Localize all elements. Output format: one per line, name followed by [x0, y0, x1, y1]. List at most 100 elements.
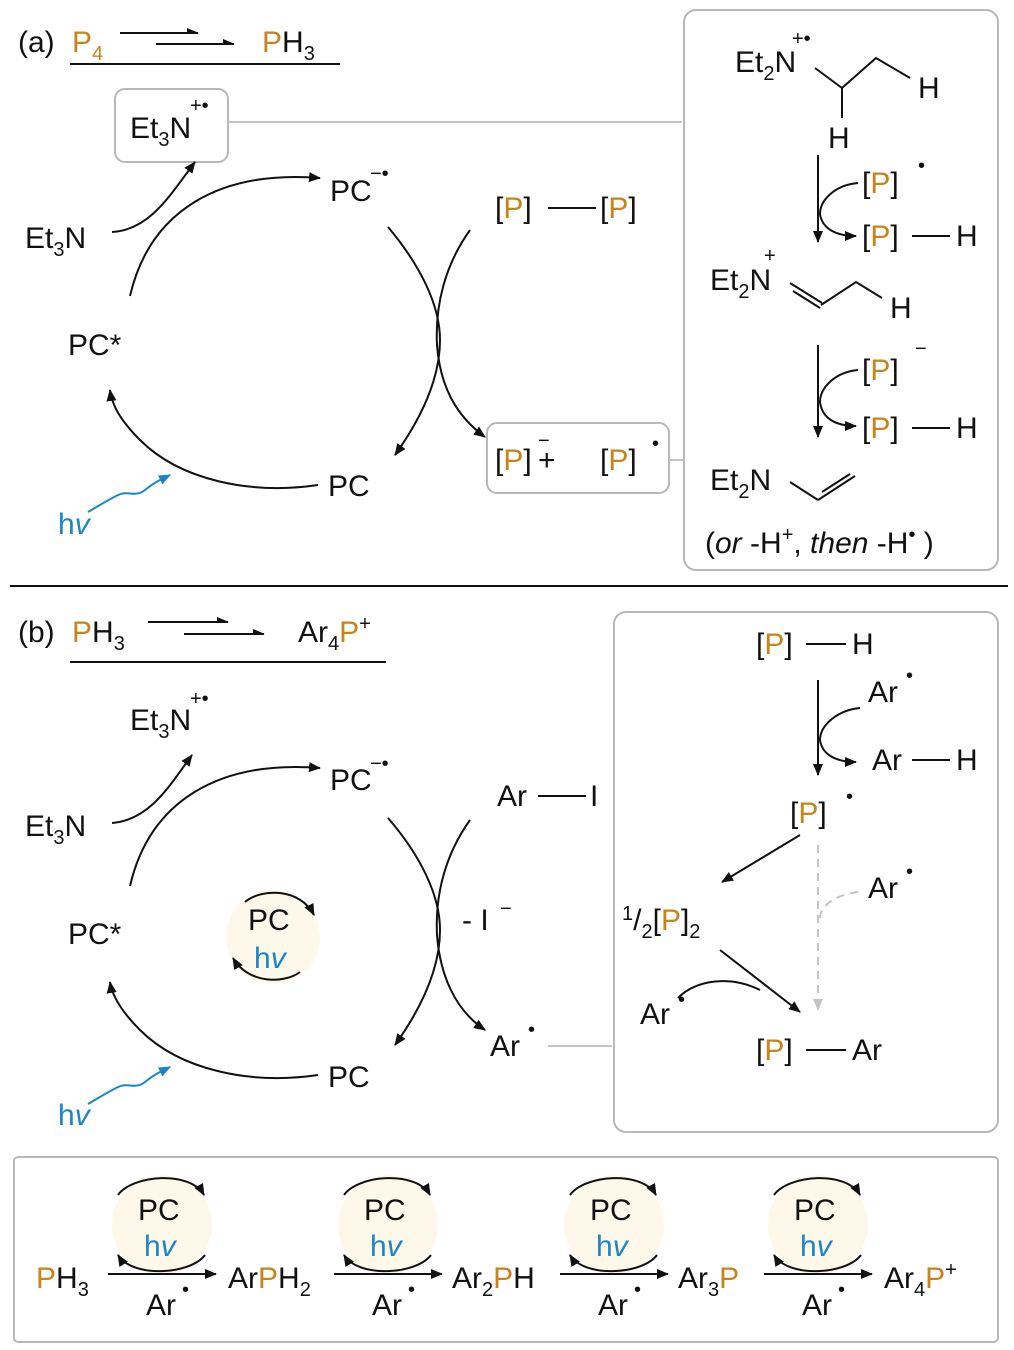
- mechanism-a: Et2N +• H H [P] • [P] H Et2N + H [P] − […: [705, 28, 978, 560]
- mech-a-enamine: Et2N: [710, 464, 771, 503]
- svg-text:•: •: [846, 786, 853, 808]
- svg-text:PC: PC: [138, 1194, 180, 1227]
- mechanism-box-b: [613, 611, 999, 1133]
- svg-text:PC: PC: [364, 1194, 406, 1227]
- svg-text:hv: hv: [254, 942, 288, 975]
- svg-text:+: +: [764, 245, 776, 267]
- svg-text:Ar4P+: Ar4P+: [298, 613, 371, 655]
- svg-text:•: •: [678, 989, 685, 1011]
- pc-ground-b: PC: [328, 1061, 370, 1094]
- svg-text:−•: −•: [370, 163, 389, 185]
- svg-text:I: I: [590, 780, 598, 813]
- seq-step-4: PC hv Ar •: [764, 1175, 873, 1322]
- svg-text:H: H: [890, 292, 912, 325]
- p-cleavage-arrow: [435, 229, 486, 438]
- svg-text:PH3: PH3: [72, 616, 125, 655]
- svg-text:[P]: [P]: [600, 192, 637, 225]
- svg-text:H: H: [956, 412, 978, 445]
- p-split-box: [486, 422, 670, 494]
- svg-text:PC: PC: [248, 904, 290, 937]
- svg-text:+•: +•: [792, 28, 811, 50]
- svg-text:−: −: [538, 430, 550, 452]
- mech-b-ar-radical-3: Ar: [640, 998, 670, 1031]
- svg-text:Ar: Ar: [146, 1289, 176, 1322]
- svg-text:PC: PC: [590, 1194, 632, 1227]
- cycle-arc-bottom: [106, 389, 319, 489]
- svg-text:[P]: [P]: [600, 444, 637, 477]
- iodide-loss: - I: [462, 904, 489, 937]
- mech-b-p-ar: [P]: [756, 1034, 793, 1067]
- seq-step-1: PC hv Ar •: [108, 1175, 217, 1322]
- light-wavy-arrow: [87, 474, 171, 513]
- et3n-a: Et3N: [25, 222, 86, 261]
- mech-a-note: (or -H+, then -H• ): [705, 524, 934, 560]
- seq-ar2ph: Ar2PH: [452, 1262, 535, 1301]
- mechanism-box-a: [683, 9, 999, 571]
- svg-text:hv: hv: [370, 1230, 404, 1263]
- svg-text:•: •: [838, 1279, 845, 1301]
- seq-step-2: PC hv Ar •: [334, 1175, 443, 1322]
- hv-b: hv: [58, 1099, 92, 1132]
- svg-text:H: H: [956, 220, 978, 253]
- bottom-sequence: PH3 ArPH2 Ar2PH Ar3P Ar4P+ PC hv Ar • PC…: [36, 1175, 957, 1322]
- cycle-arc-right: [387, 226, 442, 456]
- mech-a-ph-2: [P]: [862, 412, 899, 445]
- seq-step-3: PC hv Ar •: [560, 1175, 669, 1322]
- svg-text:H: H: [852, 628, 874, 661]
- svg-text:•: •: [906, 665, 913, 687]
- section-b-label: (b): [18, 616, 55, 649]
- svg-text:H: H: [956, 744, 978, 777]
- svg-text:−: −: [500, 898, 512, 920]
- mech-b-arh: Ar: [872, 744, 902, 777]
- pc-radical-anion-b: PC: [330, 764, 372, 797]
- svg-text:−•: −•: [370, 753, 389, 775]
- aryl-radical-b: Ar: [490, 1030, 520, 1063]
- seq-ar3p: Ar3P: [678, 1262, 739, 1301]
- svg-text:+•: +•: [190, 688, 209, 710]
- section-a-transform: P4 PH3: [70, 26, 340, 65]
- mech-b-p-radical: [P]: [790, 797, 827, 830]
- mech-a-iminium: Et2N: [710, 264, 771, 303]
- amine-radical-box: [114, 88, 229, 163]
- svg-text:Ar: Ar: [852, 1034, 882, 1067]
- svg-text:•: •: [906, 861, 913, 883]
- svg-text:Ar: Ar: [372, 1289, 402, 1322]
- seq-ph3: PH3: [36, 1262, 89, 1301]
- svg-text:P4: P4: [72, 26, 103, 65]
- mech-b-ar-radical-2: Ar: [868, 872, 898, 905]
- mech-a-amine-radical: Et2N: [735, 46, 796, 85]
- pc-ground-a: PC: [328, 470, 370, 503]
- svg-text:H: H: [918, 72, 940, 105]
- svg-text:PC: PC: [794, 1194, 836, 1227]
- seq-ar4p: Ar4P+: [884, 1259, 957, 1301]
- svg-text:Ar: Ar: [802, 1289, 832, 1322]
- section-a-label: (a): [18, 26, 55, 59]
- svg-text:hv: hv: [144, 1230, 178, 1263]
- svg-text:hv: hv: [800, 1230, 834, 1263]
- svg-text:−: −: [915, 338, 927, 360]
- pc-excited-b: PC*: [68, 918, 122, 951]
- mini-photocycle-b: PC hv: [226, 890, 320, 984]
- svg-text:PH3: PH3: [262, 26, 315, 65]
- svg-text:•: •: [918, 155, 925, 177]
- et3n-radical-cation-b: Et3N: [130, 704, 191, 743]
- svg-text:+: +: [538, 444, 556, 477]
- mech-b-half-dimer: 1/2[P]2: [622, 903, 700, 943]
- amine-oxidation-arrow: [111, 161, 196, 233]
- mech-b-ar-radical-1: Ar: [868, 676, 898, 709]
- svg-text:•: •: [182, 1279, 189, 1301]
- svg-text:H: H: [828, 122, 850, 155]
- hv-a: hv: [58, 508, 92, 541]
- mech-a-p-radical: [P]: [862, 167, 899, 200]
- seq-arph2: ArPH2: [228, 1262, 311, 1301]
- svg-text:•: •: [652, 433, 659, 455]
- bottom-sequence-box: [13, 1156, 999, 1343]
- mech-b-ph: [P]: [756, 628, 793, 661]
- aryl-iodide: Ar: [497, 780, 527, 813]
- svg-text:•: •: [408, 1279, 415, 1301]
- svg-text:•: •: [528, 1019, 535, 1041]
- section-b: (b) PH3 Ar4P+ Et3N +• Et3N PC −• PC* PC …: [18, 611, 999, 1133]
- mech-a-p-anion: [P]: [862, 354, 899, 387]
- cycle-arc-top: [129, 172, 321, 297]
